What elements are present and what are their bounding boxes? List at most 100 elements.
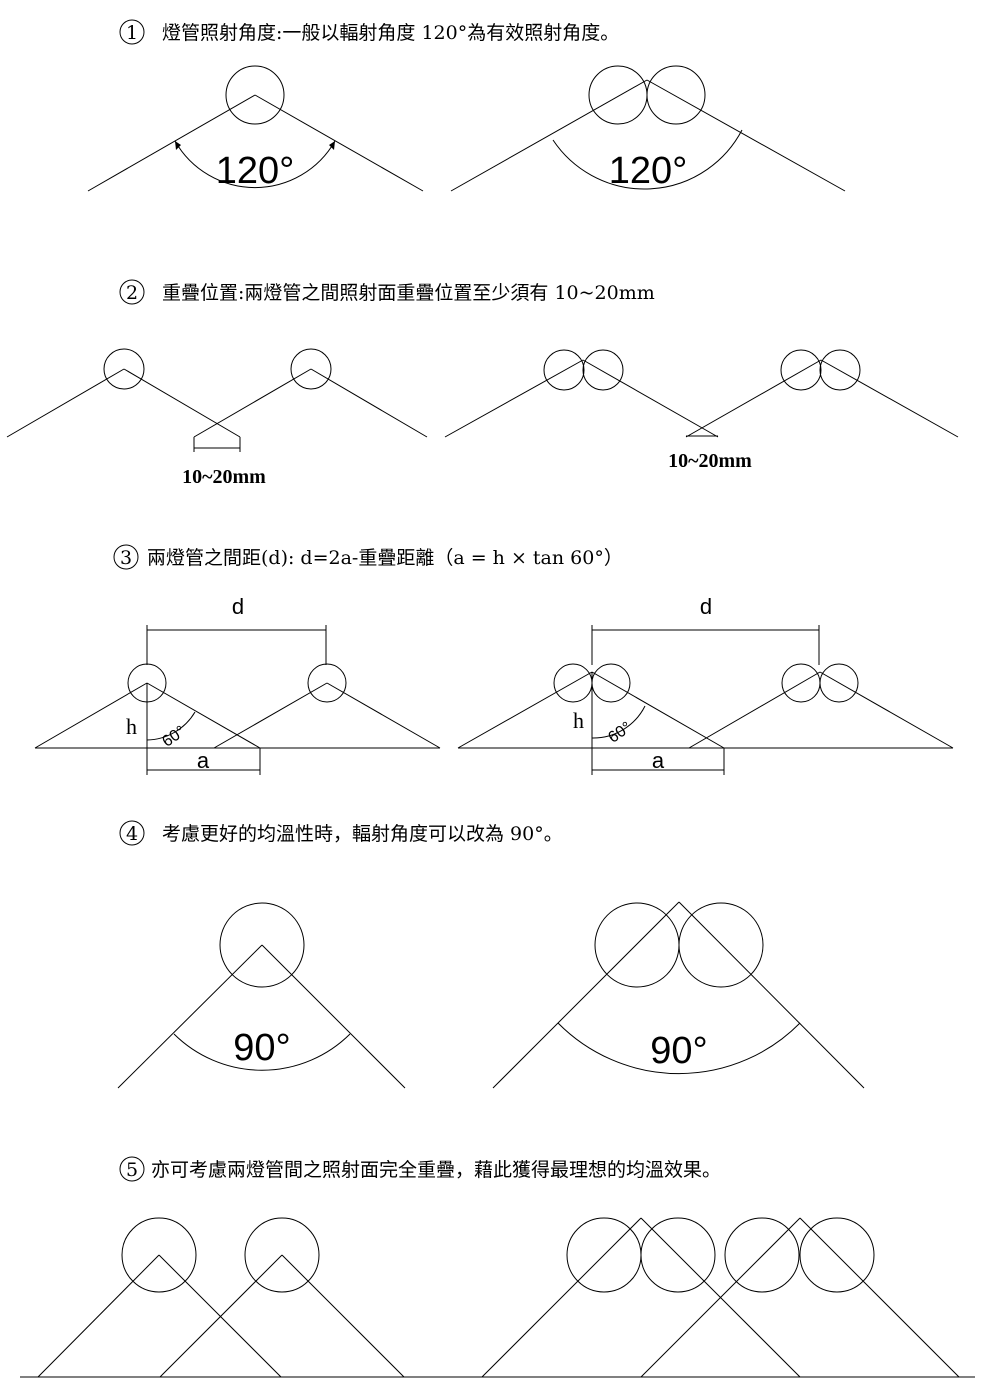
angle-arc — [173, 1033, 351, 1071]
angle-arc — [591, 705, 646, 739]
a-label: a — [652, 748, 665, 773]
single-lamp-120-figure: 120° — [87, 65, 424, 192]
beam-line — [591, 671, 725, 749]
section-caption: 兩燈管之間距(d): d=2a-重疊距離（a = h × tan 60°） — [147, 547, 623, 569]
overlap-label: 10~20mm — [668, 450, 752, 472]
lamp-circle — [819, 663, 859, 703]
h-label: h — [573, 708, 584, 733]
beam-line — [146, 682, 261, 749]
section-5: 5 亦可考慮兩燈管間之照射面完全重疊，藉此獲得最理想的均溫效果。 — [20, 1156, 975, 1378]
beam-line — [213, 682, 328, 749]
overlap-right-figure: 10~20mm — [444, 349, 959, 472]
beam-line — [820, 359, 959, 438]
section-number: 4 — [126, 823, 138, 845]
overlap-left-figure: 10~20mm — [6, 348, 428, 488]
full-overlap-right-figure — [481, 1217, 960, 1378]
beam-line — [34, 682, 148, 749]
beam-line — [310, 368, 428, 438]
section-3: 3 兩燈管之間距(d): d=2a-重疊距離（a = h × tan 60°） … — [34, 544, 954, 775]
full-overlap-left-figure — [37, 1217, 405, 1378]
beam-line — [159, 1254, 283, 1378]
lamp-circle — [646, 65, 706, 125]
beam-line — [158, 1254, 282, 1378]
lamp-circle — [103, 348, 145, 390]
beam-line — [6, 368, 125, 438]
beam-line-left — [87, 94, 256, 192]
overlap-label: 10~20mm — [182, 466, 266, 488]
angle-label: 60° — [159, 723, 189, 751]
single-lamp-90-figure: 90° — [117, 902, 406, 1089]
lamp-circle — [724, 1217, 800, 1293]
lamp-circle — [219, 902, 305, 988]
spacing-left-figure: d h a 60° — [34, 594, 441, 775]
d-label: d — [232, 594, 244, 619]
lamp-circle — [290, 348, 332, 390]
section-number-circle — [119, 279, 145, 305]
beam-line-right — [646, 79, 846, 192]
twin-lamp-120-figure: 120° — [450, 65, 846, 192]
beam-line-left — [492, 901, 680, 1089]
lamp-circle — [543, 349, 585, 391]
angle-arc — [146, 711, 196, 741]
section-number: 5 — [126, 1159, 138, 1181]
lamp-circle — [121, 1217, 197, 1293]
lamp-circle — [640, 1217, 716, 1293]
angle-label: 90° — [233, 1027, 290, 1069]
angle-arc — [174, 140, 336, 188]
section-number-circle — [119, 1156, 145, 1182]
beam-line-right — [254, 94, 424, 192]
section-caption: 重疊位置:兩燈管之間照射面重疊位置至少須有 10~20mm — [162, 282, 655, 304]
beam-line — [481, 1217, 642, 1378]
lamp-circle — [582, 349, 624, 391]
beam-line — [37, 1254, 160, 1378]
section-number: 3 — [120, 547, 132, 569]
section-caption: 燈管照射角度:一般以輻射角度 120°為有效照射角度。 — [162, 22, 619, 44]
angle-label: 90° — [650, 1030, 707, 1072]
beam-line — [819, 671, 954, 749]
section-1: 1 燈管照射角度:一般以輻射角度 120°為有效照射角度。 120° 120° — [87, 19, 846, 192]
beam-line — [685, 359, 822, 438]
arc-arrow-left — [175, 141, 181, 150]
h-label: h — [126, 714, 137, 739]
section-number: 1 — [126, 22, 138, 44]
angle-label: 120° — [216, 150, 295, 192]
beam-line — [444, 359, 584, 438]
twin-lamp-90-figure: 90° — [492, 901, 865, 1089]
lamp-circle — [225, 65, 285, 125]
beam-line-right — [261, 944, 406, 1089]
section-caption: 考慮更好的均溫性時，輻射角度可以改為 90°。 — [162, 823, 563, 845]
beam-line-right — [678, 901, 865, 1089]
lamp-circle — [678, 902, 764, 988]
section-number-circle — [119, 820, 145, 846]
lamp-circle — [244, 1217, 320, 1293]
beam-line — [326, 682, 441, 749]
angle-arc — [552, 129, 743, 190]
beam-line — [281, 1254, 405, 1378]
angle-arc — [557, 1022, 801, 1075]
beam-line — [457, 671, 593, 749]
d-label: d — [700, 594, 712, 619]
lamp-circle — [819, 349, 861, 391]
beam-line — [640, 1217, 801, 1378]
beam-line-left — [117, 944, 263, 1089]
angle-label: 60° — [605, 719, 635, 747]
lamp-circle — [588, 65, 648, 125]
lamp-circle — [307, 663, 347, 703]
spacing-right-figure: d h a 60° — [457, 594, 954, 775]
beam-line — [799, 1217, 960, 1378]
section-number: 2 — [126, 282, 138, 304]
arc-arrow-right — [329, 141, 335, 150]
section-number-circle — [119, 19, 145, 45]
beam-line — [193, 368, 312, 438]
section-2: 2 重疊位置:兩燈管之間照射面重疊位置至少須有 10~20mm 10~20mm — [6, 279, 959, 488]
beam-line — [582, 359, 719, 438]
lamp-circle — [780, 349, 822, 391]
section-number-circle — [113, 544, 139, 570]
beam-line — [123, 368, 241, 438]
beam-line — [688, 671, 821, 749]
section-4: 4 考慮更好的均溫性時，輻射角度可以改為 90°。 90° 90° — [117, 820, 865, 1089]
lamp-circle — [799, 1217, 875, 1293]
angle-label: 120° — [609, 150, 688, 192]
